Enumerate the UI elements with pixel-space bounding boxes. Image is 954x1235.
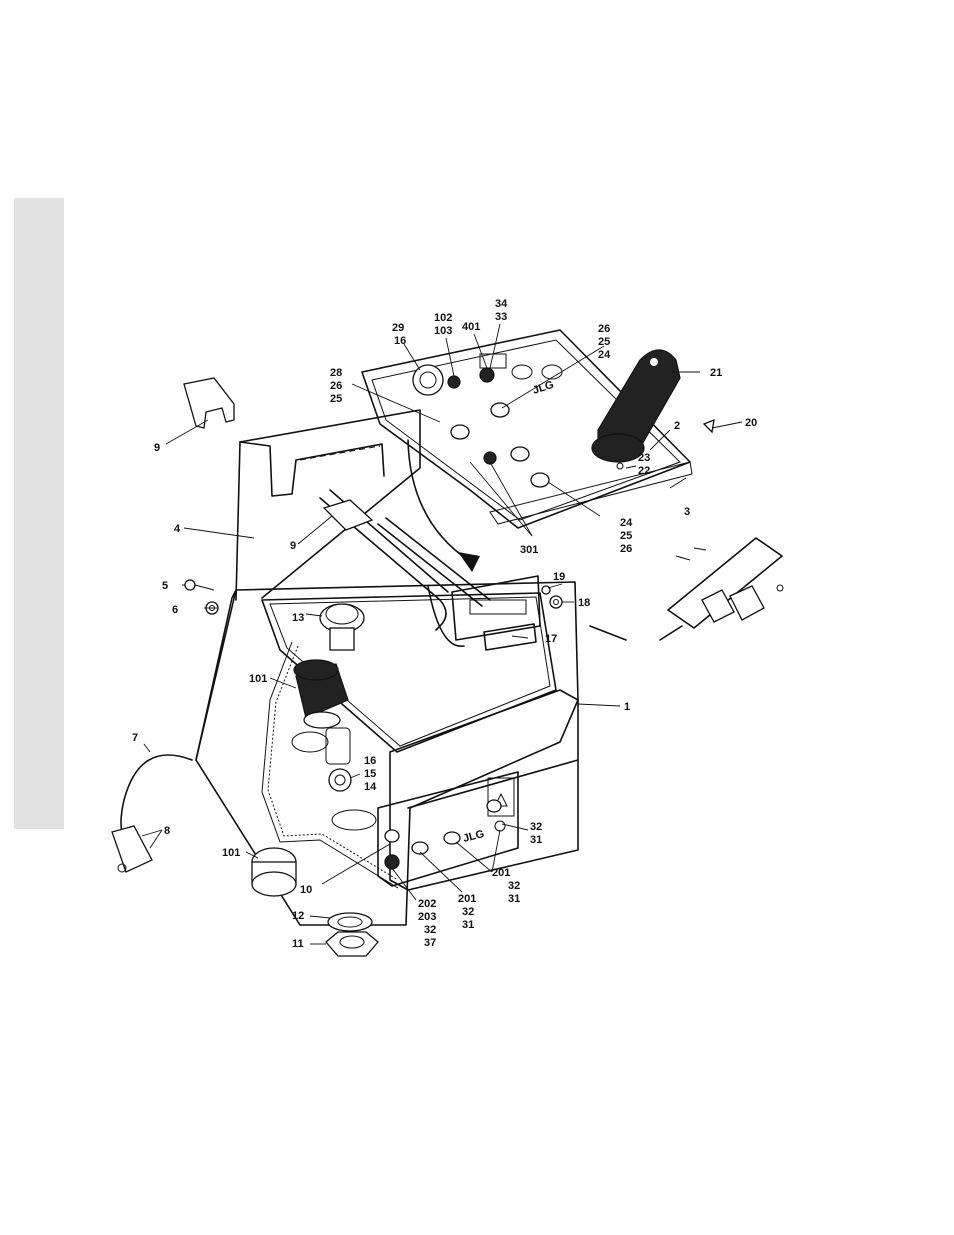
callout: 11 — [292, 938, 304, 950]
assembly-arrow — [408, 440, 480, 572]
callout: 202 — [418, 898, 436, 910]
callout: 7 — [132, 732, 138, 744]
callout: 31 — [508, 893, 520, 905]
callout: 32 — [530, 821, 542, 833]
lower-switches — [385, 800, 505, 869]
callout: 32 — [424, 924, 436, 936]
callout: 16 — [394, 335, 406, 347]
callout: 34 — [495, 298, 508, 310]
callout: 10 — [300, 884, 312, 896]
control-panel-cover — [362, 330, 714, 528]
switch-bracket-detail — [668, 538, 783, 628]
callout: 2 — [674, 420, 680, 432]
detail-pointer-right — [660, 626, 682, 640]
callout: 19 — [553, 571, 565, 583]
callout: 101 — [222, 847, 240, 859]
callout: 23 — [638, 452, 650, 464]
callout: 201 — [492, 867, 510, 879]
jlg-logo-small: JLG — [462, 828, 486, 845]
callout: 28 — [330, 367, 342, 379]
callout: 6 — [172, 604, 178, 616]
callout: 21 — [710, 367, 722, 379]
callout: 25 — [330, 393, 342, 405]
knob-101-lower — [252, 848, 296, 896]
callout: 3 — [684, 506, 690, 518]
callout: 17 — [545, 633, 557, 645]
callout: 102 — [434, 312, 452, 324]
callout: 15 — [364, 768, 376, 780]
bolt-5 — [185, 580, 214, 590]
callout: 33 — [495, 311, 507, 323]
connector-13 — [320, 604, 364, 650]
switch-101-upper — [294, 660, 348, 728]
nut-11 — [326, 932, 378, 956]
callout: 14 — [364, 781, 377, 793]
callout: 31 — [462, 919, 474, 931]
jlg-logo: JLG — [531, 379, 555, 397]
callout: 20 — [745, 417, 757, 429]
callout: 401 — [462, 321, 480, 333]
callout: 1 — [624, 701, 630, 713]
callout: 101 — [249, 673, 267, 685]
callout: 32 — [508, 880, 520, 892]
washer-12 — [328, 913, 372, 931]
joystick-handle — [592, 350, 680, 462]
callout: 16 — [364, 755, 376, 767]
callout: 26 — [620, 543, 632, 555]
callout: 18 — [578, 597, 590, 609]
callout: 4 — [174, 523, 181, 535]
detail-pointer-left — [590, 626, 626, 640]
lanyard-7 — [112, 755, 192, 872]
washer-19 — [542, 586, 550, 594]
bracket-middle — [324, 500, 372, 530]
callout: 8 — [164, 825, 170, 837]
callout: 9 — [154, 442, 160, 454]
callout: 26 — [598, 323, 610, 335]
callout: 29 — [392, 322, 404, 334]
callout: 32 — [462, 906, 474, 918]
callout: 24 — [620, 517, 633, 529]
callout: 201 — [458, 893, 476, 905]
callout: 24 — [598, 349, 611, 361]
callout: 12 — [292, 910, 304, 922]
callout: 301 — [520, 544, 538, 556]
callout: 5 — [162, 580, 168, 592]
callout: 22 — [638, 465, 650, 477]
callout: 9 — [290, 540, 296, 552]
callout: 37 — [424, 937, 436, 949]
callout: 13 — [292, 612, 304, 624]
callout: 203 — [418, 911, 436, 923]
callout: 103 — [434, 325, 452, 337]
nut-18 — [550, 596, 562, 608]
grommet-16 — [329, 769, 351, 791]
callout: 25 — [598, 336, 610, 348]
callout: 31 — [530, 834, 542, 846]
callout: 25 — [620, 530, 632, 542]
bracket-top — [184, 378, 234, 428]
callout: 26 — [330, 380, 342, 392]
